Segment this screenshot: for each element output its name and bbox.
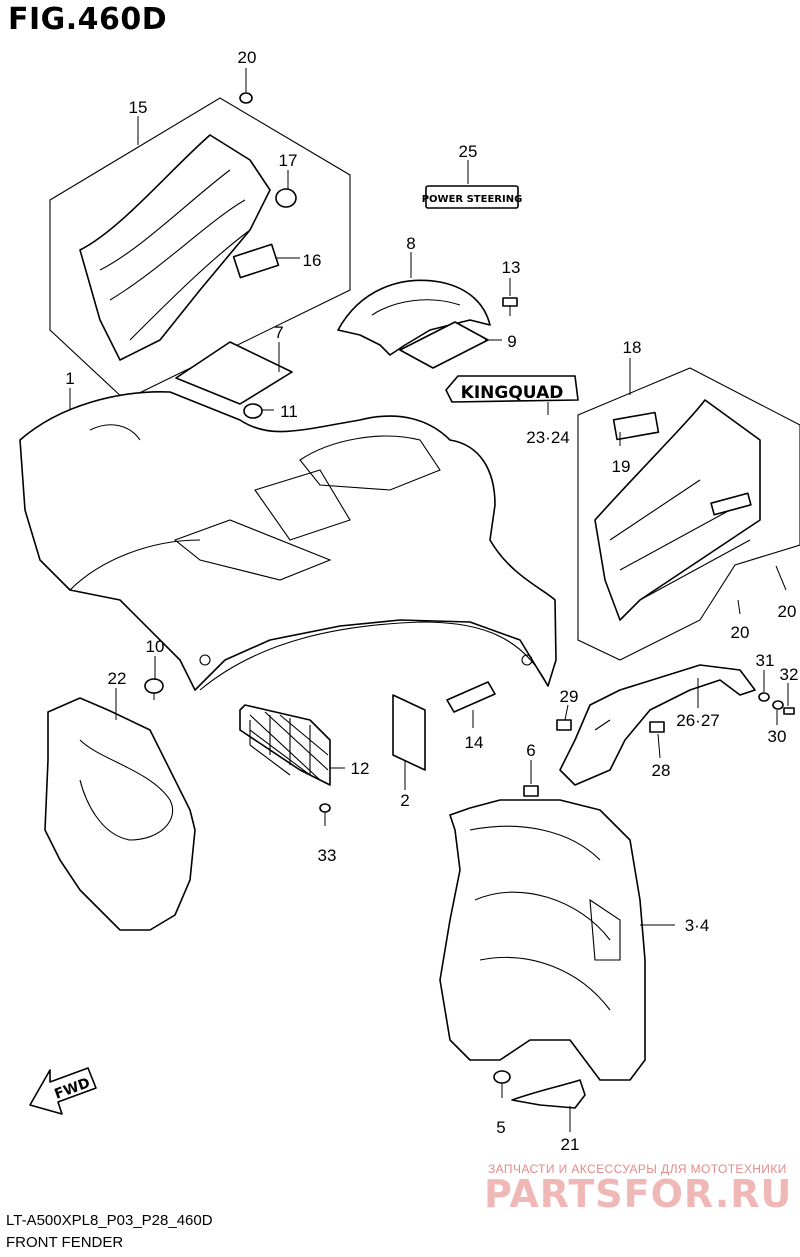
callout-33: 33 (318, 846, 337, 865)
callout-labels: 20 15 17 16 25 8 13 9 7 1 11 18 23·24 19… (65, 48, 798, 1154)
callout-20-right: 20 (778, 602, 797, 621)
callout-15: 15 (129, 98, 148, 117)
callout-22: 22 (108, 669, 127, 688)
watermark-tagline: ЗАПЧАСТИ И АКСЕССУАРЫ ДЛЯ МОТОТЕХНИКИ (488, 1162, 787, 1176)
part-15-group (49, 92, 351, 401)
callout-1: 1 (65, 369, 74, 388)
fwd-arrow: FWD (29, 1067, 97, 1115)
callout-7: 7 (274, 323, 283, 342)
part-5-bolt (493, 1070, 511, 1098)
callout-6: 6 (526, 741, 535, 760)
part-7-pad (175, 341, 293, 405)
part-26-27-bracket (556, 664, 795, 786)
part-33-screw (319, 803, 331, 826)
part-11-grommet (243, 403, 263, 419)
callout-13: 13 (502, 258, 521, 277)
part-12-grille (239, 704, 331, 786)
callout-20-lower: 20 (731, 623, 750, 642)
callout-12: 12 (351, 759, 370, 778)
callout-20-top: 20 (238, 48, 257, 67)
callout-14: 14 (465, 733, 484, 752)
callout-32: 32 (780, 665, 799, 684)
part-21-strip (511, 1079, 586, 1109)
callout-11: 11 (280, 402, 298, 421)
part-32-screw (783, 707, 795, 715)
callout-21: 21 (561, 1135, 580, 1154)
kingquad-badge: KINGQUAD (445, 375, 579, 403)
figure-subtitle: FRONT FENDER (6, 1234, 124, 1251)
part-22-panel (44, 697, 196, 931)
power-steering-badge: POWER STEERING (422, 185, 523, 209)
callout-25: 25 (459, 142, 478, 161)
callout-9: 9 (507, 332, 516, 351)
callout-29: 29 (560, 687, 579, 706)
svg-text:POWER STEERING: POWER STEERING (422, 194, 523, 205)
part-31-collar (758, 692, 770, 702)
part-14-pad (446, 681, 496, 713)
part-29-bolt (556, 719, 572, 731)
part-30-washer (772, 700, 784, 710)
callout-3-4: 3·4 (685, 916, 710, 935)
callout-18: 18 (623, 338, 642, 357)
part-10-bolt (144, 678, 164, 700)
svg-text:KINGQUAD: KINGQUAD (461, 383, 564, 403)
callout-31: 31 (756, 651, 775, 670)
callout-5: 5 (496, 1118, 505, 1137)
figure-title: FIG.460D (8, 2, 168, 37)
callout-19: 19 (612, 457, 631, 476)
figure-code: LT-A500XPL8_P03_P28_460D (6, 1212, 213, 1229)
leader-lines (69, 68, 789, 1132)
callout-17: 17 (279, 151, 298, 170)
part-8-cover (337, 279, 491, 356)
callout-8: 8 (406, 234, 415, 253)
callout-30: 30 (768, 727, 787, 746)
part-3-4-inner-fender (439, 799, 646, 1081)
part-28-bolt (649, 721, 665, 733)
part-18-group (577, 367, 800, 661)
callout-26-27: 26·27 (676, 711, 719, 730)
callout-16: 16 (303, 251, 322, 270)
part-6-bolt (523, 785, 539, 797)
watermark-brand: PARTSFOR.RU (484, 1172, 793, 1216)
callout-10: 10 (146, 637, 165, 656)
callout-23-24: 23·24 (526, 428, 569, 447)
part-13-bolt (502, 297, 518, 316)
callout-2: 2 (400, 791, 409, 810)
part-1-front-fender (19, 391, 557, 691)
part-2-pad (392, 694, 426, 771)
callout-28: 28 (652, 761, 671, 780)
